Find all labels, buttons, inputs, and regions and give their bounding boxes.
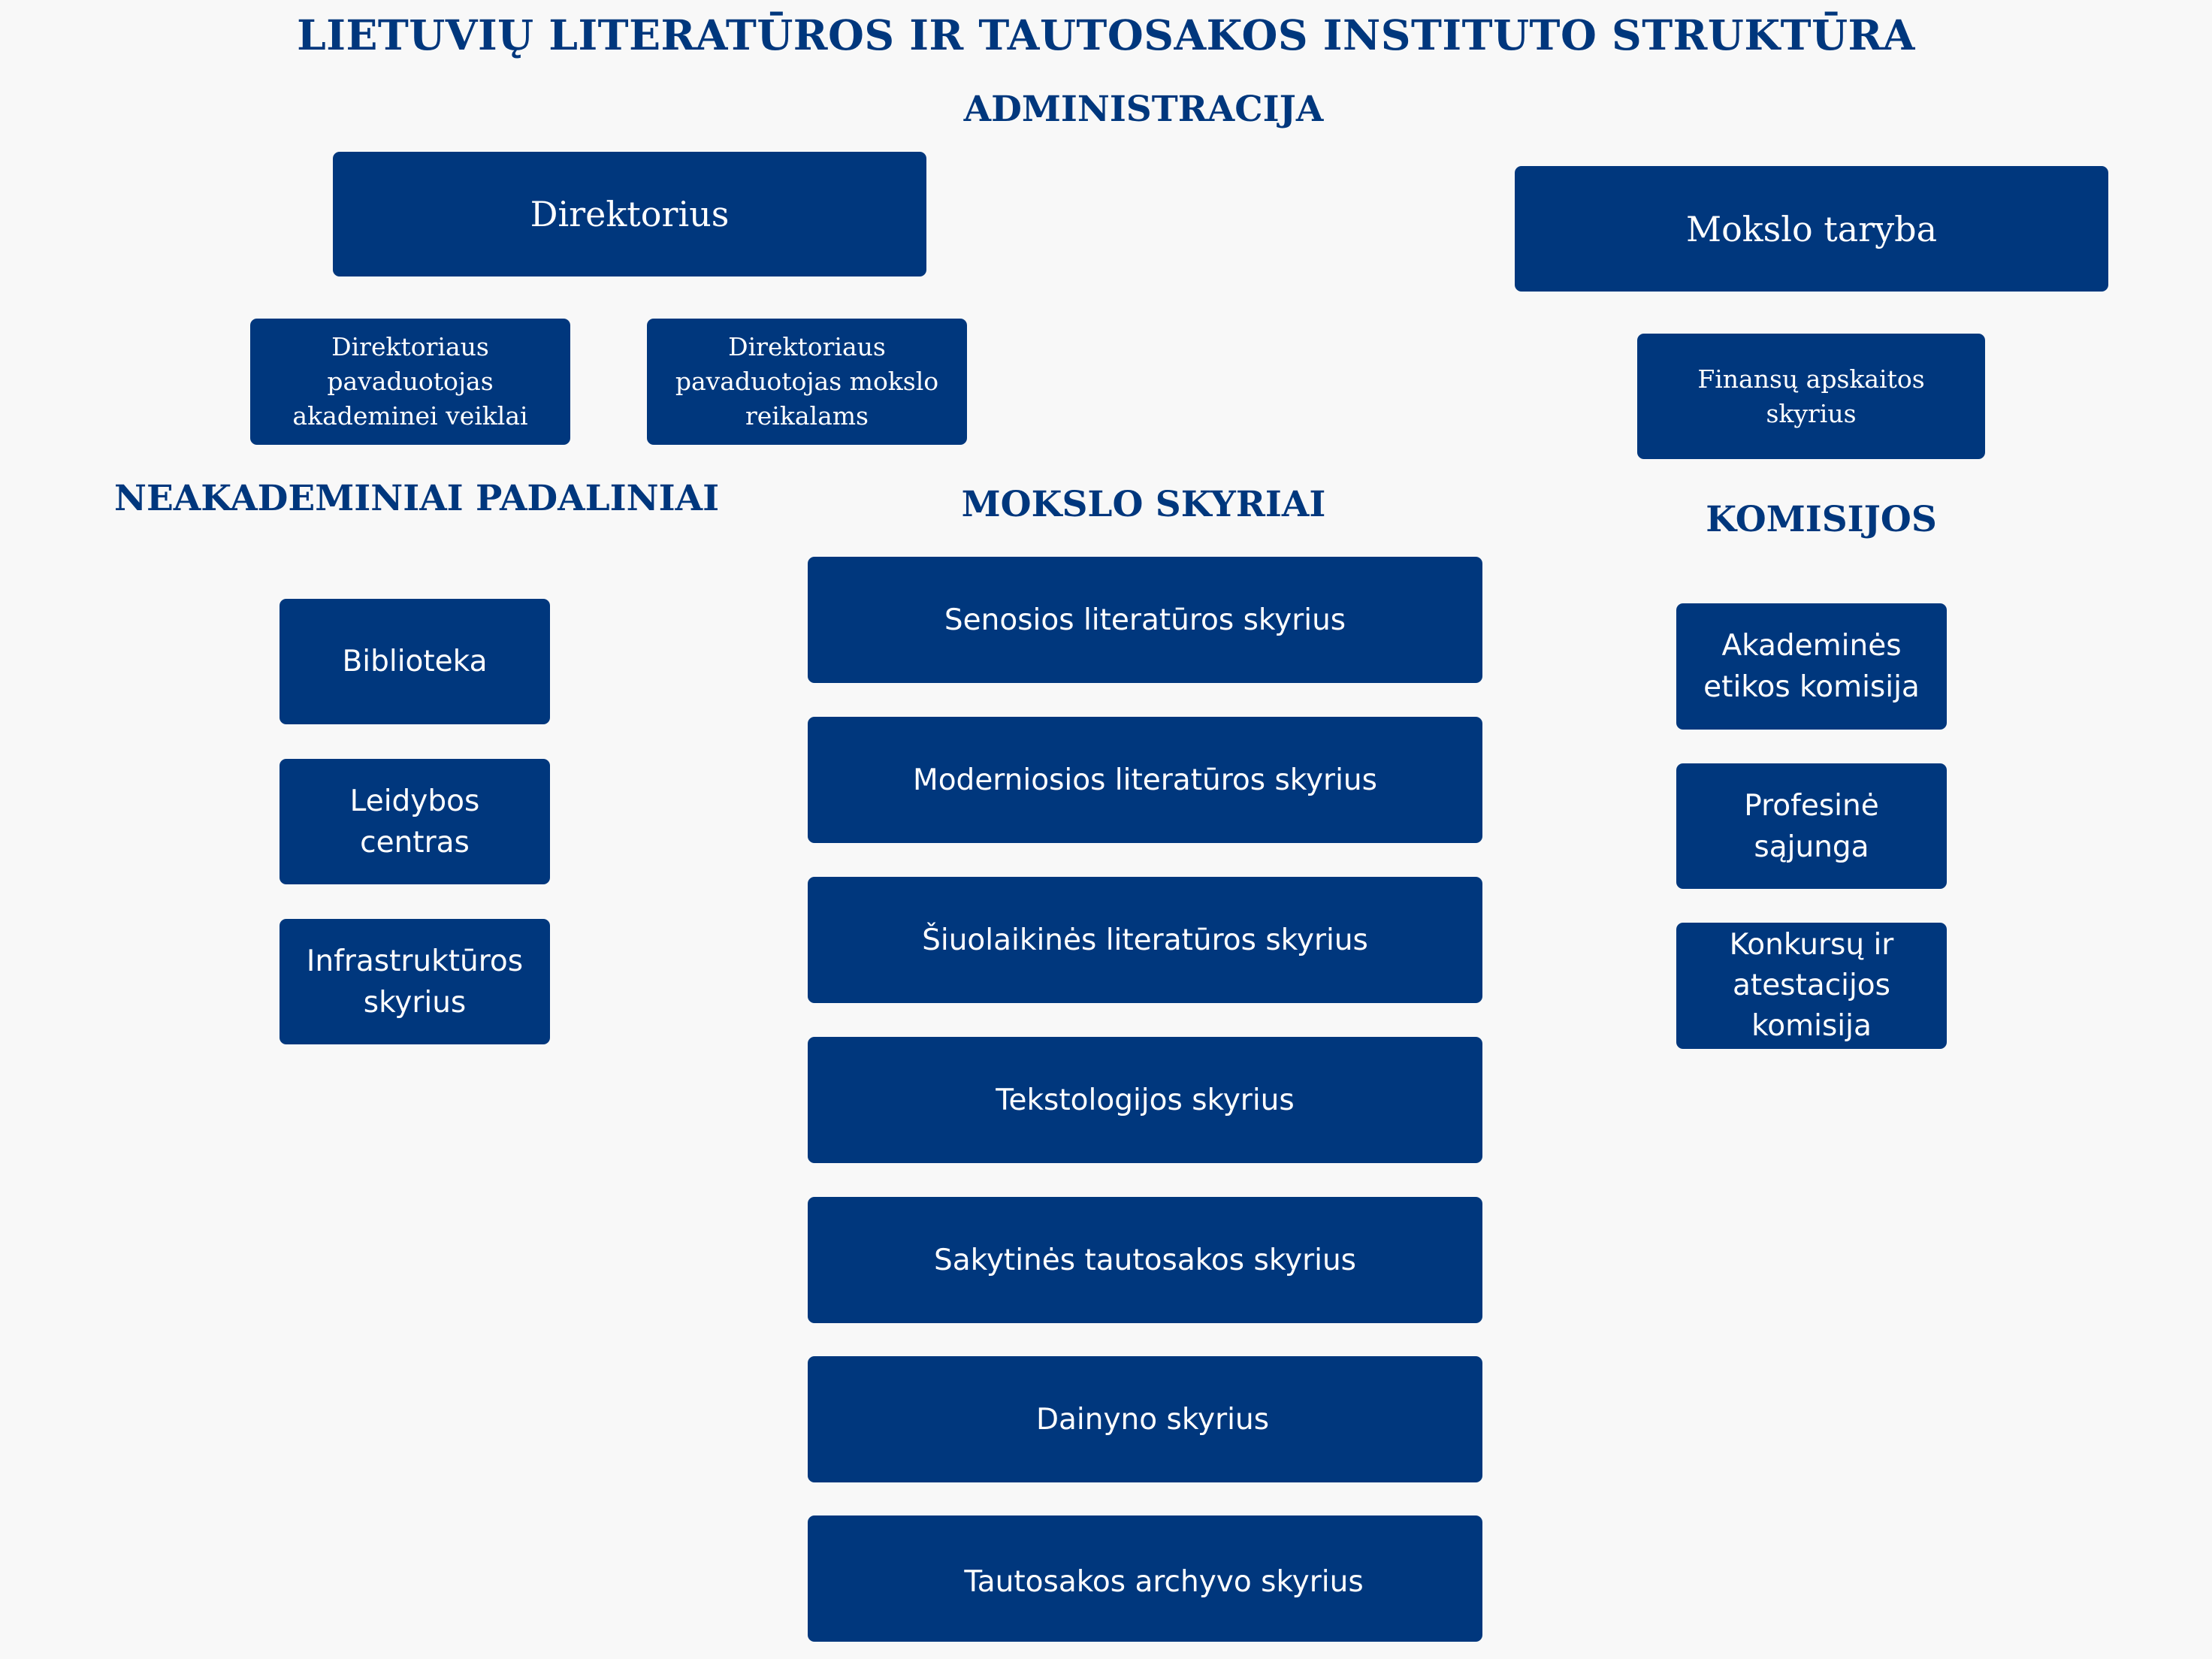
akademines-etikos-label: Akademinės etikos komisija — [1703, 629, 1920, 704]
sakytines-tautosakos-label: Sakytinės tautosakos skyrius — [933, 1243, 1357, 1277]
konkursu-atestacijos-box: Konkursų ir atestacijos komisija — [1676, 923, 1947, 1049]
dainyno-box: Dainyno skyrius — [808, 1356, 1482, 1482]
neakademiniai-heading: NEAKADEMINIAI PADALINIAI — [114, 478, 720, 519]
mokslo-taryba-label: Mokslo taryba — [1685, 208, 1938, 249]
finansu-apskaitos-box: Finansų apskaitos skyrius — [1637, 334, 1985, 459]
senosios-literaturos-box: Senosios literatūros skyrius — [808, 557, 1482, 683]
profesine-sajunga-box: Profesinė sąjunga — [1676, 763, 1947, 889]
biblioteka-label: Biblioteka — [342, 645, 488, 678]
tekstologijos-label: Tekstologijos skyrius — [996, 1083, 1295, 1117]
mokslo-skyriai-heading: MOKSLO SKYRIAI — [961, 484, 1326, 525]
siuolaikines-literaturos-label: Šiuolaikinės literatūros skyrius — [922, 923, 1368, 957]
finansu-apskaitos-label: Finansų apskaitos skyrius — [1697, 364, 1925, 428]
direktorius-box: Direktorius — [333, 152, 926, 276]
pavaduotojas-mokslo-label: Direktoriaus pavaduotojas mokslo reikala… — [675, 332, 939, 431]
pavaduotojas-mokslo-box: Direktoriaus pavaduotojas mokslo reikala… — [647, 319, 967, 445]
siuolaikines-literaturos-box: Šiuolaikinės literatūros skyrius — [808, 877, 1482, 1003]
sakytines-tautosakos-box: Sakytinės tautosakos skyrius — [808, 1197, 1482, 1323]
tautosakos-archyvo-label: Tautosakos archyvo skyrius — [964, 1564, 1364, 1599]
komisijos-heading: KOMISIJOS — [1706, 499, 1937, 540]
tautosakos-archyvo-box: Tautosakos archyvo skyrius — [808, 1515, 1482, 1642]
leidybos-centras-label: Leidybos centras — [349, 784, 480, 860]
pavaduotojas-akademinei-label: Direktoriaus pavaduotojas akademinei vei… — [292, 332, 528, 431]
infrastrukturos-skyrius-label: Infrastruktūros skyrius — [306, 944, 524, 1020]
moderniosios-literaturos-box: Moderniosios literatūros skyrius — [808, 717, 1482, 843]
page-title: LIETUVIŲ LITERATŪROS IR TAUTOSAKOS INSTI… — [297, 11, 1915, 59]
akademines-etikos-box: Akademinės etikos komisija — [1676, 603, 1947, 730]
mokslo-taryba-box: Mokslo taryba — [1515, 166, 2108, 292]
biblioteka-box: Biblioteka — [280, 599, 550, 724]
konkursu-atestacijos-label: Konkursų ir atestacijos komisija — [1729, 928, 1894, 1043]
direktorius-label: Direktorius — [530, 194, 730, 234]
pavaduotojas-akademinei-box: Direktoriaus pavaduotojas akademinei vei… — [250, 319, 570, 445]
infrastrukturos-skyrius-box: Infrastruktūros skyrius — [280, 919, 550, 1044]
moderniosios-literaturos-label: Moderniosios literatūros skyrius — [913, 763, 1377, 797]
administracija-heading: ADMINISTRACIJA — [963, 89, 1324, 130]
senosios-literaturos-label: Senosios literatūros skyrius — [944, 603, 1346, 637]
leidybos-centras-box: Leidybos centras — [280, 759, 550, 884]
dainyno-label: Dainyno skyrius — [1035, 1402, 1270, 1437]
tekstologijos-box: Tekstologijos skyrius — [808, 1037, 1482, 1163]
profesine-sajunga-label: Profesinė sąjunga — [1744, 788, 1879, 864]
